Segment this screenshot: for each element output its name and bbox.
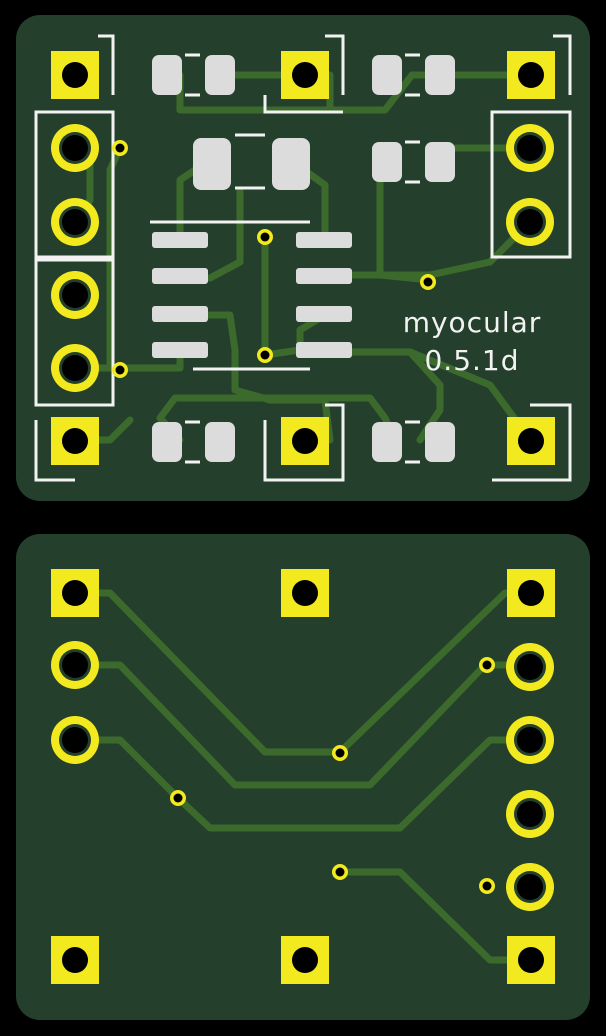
top-smd-pads (152, 55, 455, 462)
ic-pad (152, 342, 208, 358)
top-vias (112, 140, 436, 378)
smd-pad (372, 142, 402, 182)
ic-pad (296, 306, 352, 322)
bottom-vias (170, 657, 495, 894)
ic-pad (152, 268, 208, 284)
smd-pad (205, 55, 235, 95)
smd-pad (272, 138, 310, 190)
connector-outline (490, 110, 572, 259)
bottom-board (16, 534, 590, 1020)
ic-pad (296, 268, 352, 284)
connector-outline (34, 110, 115, 259)
connector-outline (34, 258, 115, 407)
smd-pad (372, 422, 402, 462)
board-version-label: 0.5.1d (424, 344, 519, 377)
top-board: myocular 0.5.1d (16, 15, 590, 501)
smd-pad (152, 55, 182, 95)
smd-pad (425, 142, 455, 182)
smd-pad (193, 138, 231, 190)
smd-pad (152, 422, 182, 462)
smd-pad (372, 55, 402, 95)
ic-pad (296, 342, 352, 358)
ic-pad (296, 232, 352, 248)
top-traces (71, 71, 534, 444)
smd-pad (425, 55, 455, 95)
smd-pad (205, 422, 235, 462)
top-board-substrate (16, 15, 590, 501)
ic-pad (152, 232, 208, 248)
top-silkscreen (34, 34, 572, 482)
bottom-through-holes (51, 569, 555, 984)
bottom-board-substrate (16, 534, 590, 1020)
board-name-label: myocular (403, 306, 542, 339)
smd-pad (425, 422, 455, 462)
ic-pad (152, 306, 208, 322)
top-through-holes (51, 51, 555, 465)
